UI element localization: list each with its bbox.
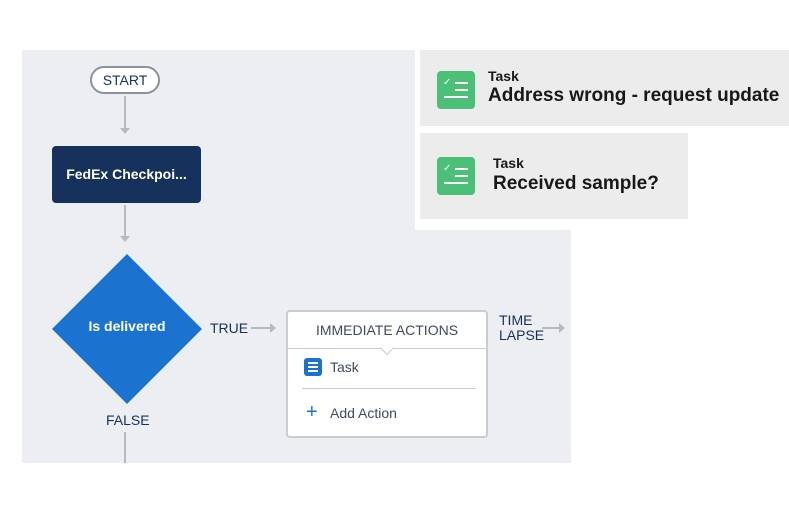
connector-line <box>124 205 126 236</box>
task-list-icon <box>304 358 322 376</box>
immediate-actions-card: IMMEDIATE ACTIONS Task + Add Action <box>286 310 488 438</box>
task-card[interactable]: ✓ Task Received sample? <box>420 133 688 219</box>
add-action-label: Add Action <box>330 405 397 421</box>
task-card[interactable]: ✓ Task Address wrong - request update <box>420 50 789 126</box>
connector-arrow <box>270 323 276 333</box>
connector-arrow <box>120 236 130 242</box>
start-node[interactable]: START <box>90 66 160 94</box>
task-type-label: Task <box>488 68 519 84</box>
criteria-label: FedEx Checkpoi... <box>66 166 187 182</box>
connector-line <box>124 432 126 463</box>
immediate-actions-header: IMMEDIATE ACTIONS <box>315 322 459 338</box>
connector-line <box>542 327 559 329</box>
criteria-node[interactable]: FedEx Checkpoi... <box>52 146 201 203</box>
decision-label: Is delivered <box>88 318 166 334</box>
time-lapse-label: TIME LAPSE <box>499 313 544 343</box>
time-lapse-line1: TIME <box>499 312 533 328</box>
connector-line <box>124 96 126 128</box>
task-checklist-icon: ✓ <box>437 157 475 195</box>
connector-arrow <box>120 128 130 134</box>
connector-arrow <box>559 323 565 333</box>
start-label: START <box>102 72 148 88</box>
true-branch-label: TRUE <box>210 320 249 336</box>
connector-line <box>251 327 270 329</box>
task-preview-panel: ✓ Task Address wrong - request update ✓ … <box>415 42 789 230</box>
task-checklist-icon: ✓ <box>437 71 475 109</box>
time-lapse-line2: LAPSE <box>499 327 545 343</box>
task-type-label: Task <box>493 155 524 171</box>
task-action-label: Task <box>330 359 359 375</box>
task-title: Address wrong - request update <box>488 85 780 106</box>
divider <box>302 388 476 389</box>
task-title: Received sample? <box>493 173 659 194</box>
false-branch-label: FALSE <box>106 412 150 428</box>
plus-icon: + <box>306 401 318 423</box>
